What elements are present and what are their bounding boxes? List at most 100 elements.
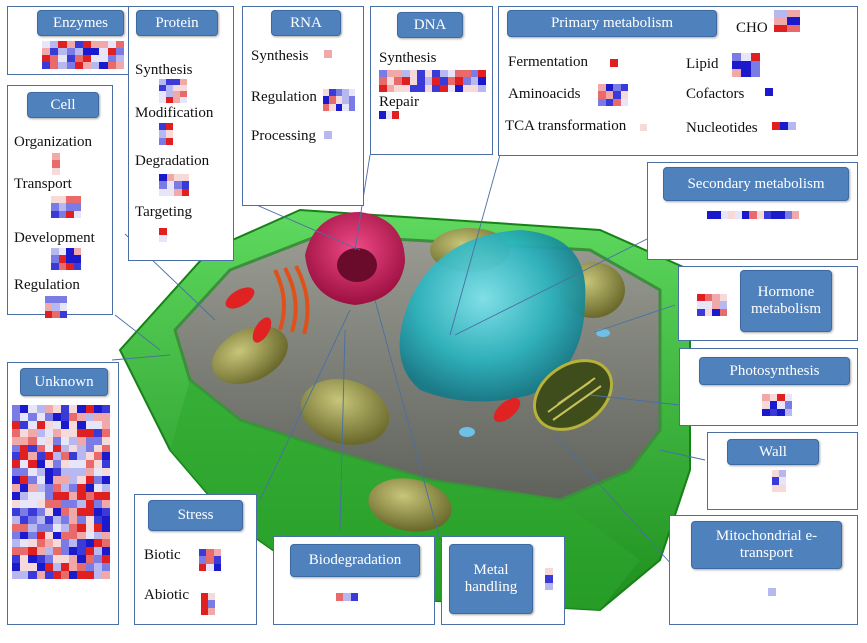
heatmap-cell	[392, 111, 399, 119]
heatmap-cell	[77, 428, 86, 437]
heatmap-cell	[762, 408, 770, 416]
heatmap-cell	[20, 539, 29, 548]
heatmap-cell	[28, 452, 37, 461]
heatmap-cell	[50, 62, 59, 69]
heatmap-cell	[769, 408, 777, 416]
heatmap-cell	[394, 77, 402, 85]
lipid-label: Lipid	[686, 56, 719, 72]
heatmap-cell	[784, 401, 792, 409]
heatmap-cell	[85, 531, 94, 540]
heatmap-cell	[721, 211, 729, 219]
heatmap-cell	[784, 408, 792, 416]
heatmap-cell	[20, 531, 29, 540]
heatmap-cell	[85, 515, 94, 524]
heatmap-cell	[36, 452, 45, 461]
heatmap-cell	[20, 405, 29, 413]
heatmap-cell	[77, 515, 86, 524]
heatmap-cell	[12, 468, 21, 477]
heatmap-cell	[59, 296, 67, 304]
heatmap-cell	[101, 405, 110, 413]
heatmap-cell	[166, 91, 173, 97]
heatmap-cell	[91, 55, 100, 62]
heatmap-cell	[12, 492, 21, 500]
heatmap-cell	[52, 468, 61, 477]
protein-modification-label: Modification	[135, 105, 214, 121]
heatmap-cell	[28, 468, 37, 477]
hormone-metabolism-heatmap	[697, 294, 727, 316]
heatmap-cell	[52, 296, 60, 304]
heatmap-cell	[379, 111, 386, 119]
heatmap-cell	[85, 444, 94, 453]
heatmap-cell	[598, 84, 606, 92]
heatmap-cell	[44, 507, 53, 516]
heatmap-cell	[66, 55, 75, 62]
heatmap-cell	[159, 79, 166, 85]
heatmap-cell	[66, 210, 74, 218]
heatmap-cell	[159, 137, 166, 145]
heatmap-cell	[12, 515, 21, 524]
heatmap-cell	[52, 153, 60, 161]
heatmap-cell	[101, 444, 110, 453]
dna-repair-label: Repair	[379, 94, 419, 110]
heatmap-cell	[159, 188, 167, 196]
heatmap-cell	[82, 62, 92, 69]
tca-transformation-label: TCA transformation	[505, 118, 627, 134]
heatmap-cell	[201, 593, 208, 601]
heatmap-cell	[52, 563, 61, 572]
wall-heatmap	[772, 470, 786, 492]
heatmap-cell	[82, 55, 92, 62]
heatmap-cell	[74, 48, 83, 55]
wall-title: Wall	[727, 439, 819, 465]
heatmap-cell	[470, 84, 479, 92]
heatmap-cell	[28, 412, 37, 421]
heatmap-cell	[52, 428, 61, 437]
heatmap-cell	[77, 547, 86, 556]
heatmap-cell	[181, 188, 189, 196]
heatmap-cell	[417, 77, 425, 85]
heatmap-cell	[66, 255, 74, 263]
heatmap-cell	[20, 523, 29, 532]
heatmap-cell	[101, 412, 110, 421]
heatmap-cell	[91, 48, 100, 55]
heatmap-cell	[348, 103, 355, 111]
heatmap-cell	[52, 539, 61, 548]
heatmap-cell	[101, 555, 110, 564]
lipid-heatmap	[732, 53, 760, 77]
heatmap-cell	[335, 103, 343, 111]
heatmap-cell	[777, 394, 785, 402]
heatmap-cell	[69, 436, 78, 445]
heatmap-cell	[66, 48, 75, 55]
primary-metabolism-title: Primary metabolism	[507, 10, 717, 37]
heatmap-cell	[52, 492, 61, 500]
heatmap-cell	[107, 41, 116, 48]
heatmap-cell	[44, 531, 53, 540]
heatmap-cell	[166, 188, 174, 196]
heatmap-cell	[455, 84, 464, 92]
heatmap-cell	[598, 91, 606, 99]
heatmap-cell	[213, 556, 221, 564]
heatmap-cell	[93, 444, 102, 453]
heatmap-cell	[432, 84, 441, 92]
heatmap-cell	[784, 394, 792, 402]
heatmap-cell	[69, 444, 78, 453]
heatmap-cell	[787, 10, 800, 18]
heatmap-cell	[85, 571, 94, 579]
heatmap-cell	[20, 547, 29, 556]
heatmap-cell	[61, 476, 70, 485]
heatmap-cell	[12, 507, 21, 516]
heatmap-cell	[12, 444, 21, 453]
heatmap-cell	[101, 420, 110, 429]
heatmap-cell	[44, 460, 53, 469]
heatmap-cell	[44, 428, 53, 437]
heatmap-cell	[750, 69, 760, 77]
heatmap-cell	[173, 85, 180, 91]
heatmap-cell	[598, 98, 606, 106]
heatmap-cell	[28, 571, 37, 579]
heatmap-cell	[159, 181, 167, 189]
mitochondrial-heatmap	[768, 588, 776, 596]
heatmap-cell	[61, 460, 70, 469]
heatmap-cell	[50, 41, 59, 48]
heatmap-cell	[44, 484, 53, 492]
rna-regulation-label: Regulation	[251, 89, 317, 105]
heatmap-cell	[52, 507, 61, 516]
